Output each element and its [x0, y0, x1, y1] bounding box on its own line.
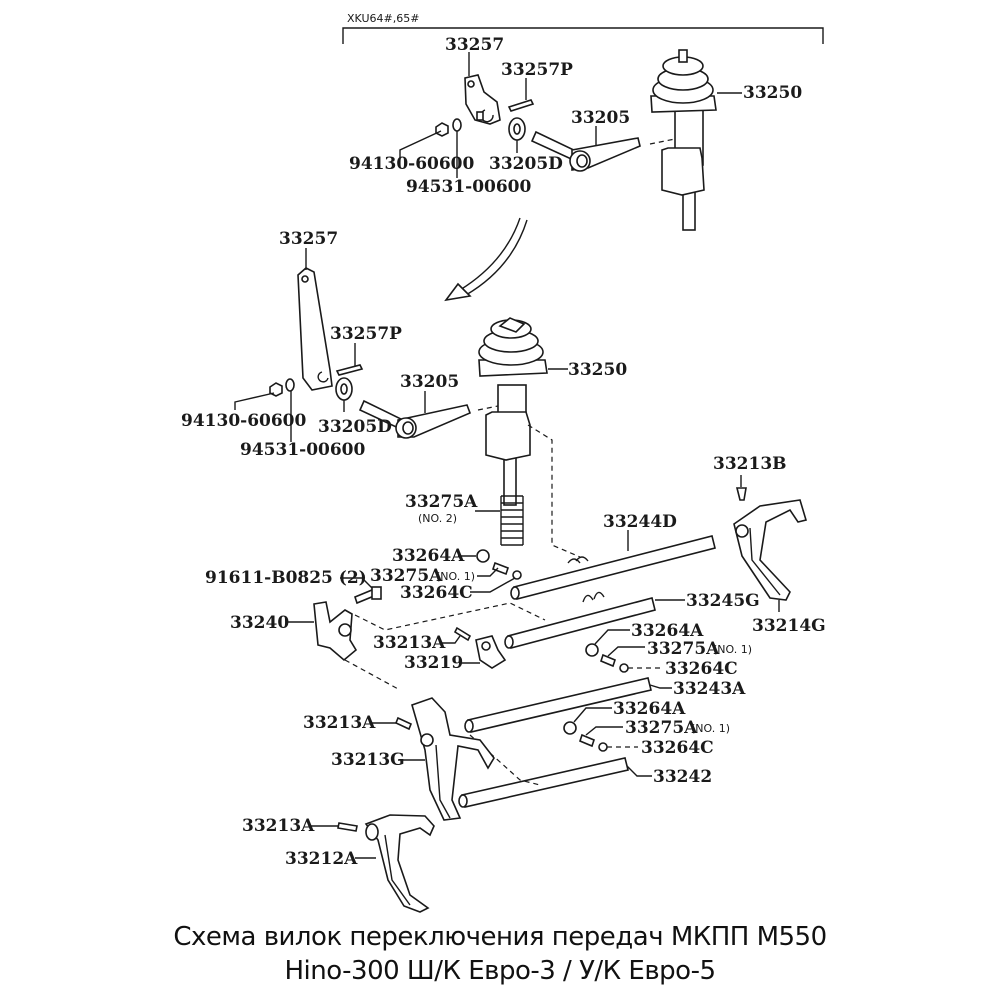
label-33213g: 33213G: [331, 750, 405, 770]
shaft-33242: [458, 757, 629, 808]
middle-pin-33257p: [335, 364, 364, 376]
label-33214g: 33214G: [752, 616, 826, 636]
middle-lock-washer: [285, 378, 295, 392]
upper-pin-33257p: [507, 99, 535, 112]
middle-group: 33257 33257P 33250 33205 33205D 94130-60…: [181, 229, 627, 558]
label-33275a-no2-note: (NO. 2): [418, 512, 457, 525]
label-33213a-3: 33213A: [242, 816, 315, 836]
label-upper-94531: 94531-00600: [406, 177, 532, 197]
upper-housing-33250: [650, 49, 717, 231]
label-33264c-1: 33264C: [400, 583, 473, 603]
middle-washer-33205d: [335, 377, 353, 401]
upper-shaft-lever-33205: [530, 130, 641, 172]
label-33213a-1: 33213A: [373, 633, 446, 653]
fork-33212a: [364, 814, 435, 913]
label-33219: 33219: [404, 653, 463, 673]
label-33244d: 33244D: [603, 512, 677, 532]
label-upper-33250: 33250: [743, 83, 802, 103]
pin-33213a-3: [337, 822, 358, 832]
label-middle-94130: 94130-60600: [181, 411, 307, 431]
label-33213a-2: 33213A: [303, 713, 376, 733]
label-33243a: 33243A: [673, 679, 746, 699]
label-33264a-3: 33264A: [613, 699, 686, 719]
pin-33213a-1: [453, 626, 472, 642]
label-33275a-2-note: (NO. 1): [713, 643, 752, 656]
label-middle-33250: 33250: [568, 360, 627, 380]
label-33275a-no2: 33275A: [405, 492, 478, 512]
bolt-33213b: [735, 487, 747, 501]
label-33240: 33240: [230, 613, 289, 633]
upper-lock-washer: [452, 118, 462, 132]
label-33264c-2: 33264C: [665, 659, 738, 679]
label-33275a-1-note: (NO. 1): [436, 570, 475, 583]
shift-head-33219: [475, 635, 507, 669]
spring-no1-3: [579, 733, 595, 748]
middle-shaft-lever-33205: [358, 399, 472, 439]
upper-nut: [435, 122, 449, 137]
shaft-33245g: [504, 591, 656, 649]
transition-arrow: [444, 217, 528, 302]
label-middle-33205d: 33205D: [318, 417, 392, 437]
label-33213b: 33213B: [713, 454, 787, 474]
label-upper-33257: 33257: [445, 35, 504, 55]
lower-group: 33275A (NO. 2) 33264A 33275A (NO. 1) 332…: [205, 454, 826, 913]
label-upper-94130: 94130-60600: [349, 154, 475, 174]
upper-group: 33257 33257P 33250 33205 33205D 94130-60…: [349, 35, 802, 231]
label-upper-33205: 33205: [571, 108, 630, 128]
upper-washer-33205d: [508, 117, 526, 141]
middle-lever-33257: [297, 267, 333, 391]
caption-title: Схема вилок переключения передач МКПП М5…: [173, 922, 827, 952]
label-33212a: 33212A: [285, 849, 358, 869]
label-33275a-2: 33275A: [647, 639, 720, 659]
label-33242: 33242: [653, 767, 712, 787]
plug-3: [563, 721, 577, 735]
label-33264c-3: 33264C: [641, 738, 714, 758]
plug-2: [585, 643, 599, 657]
model-bracket: XKU64#,65#: [342, 12, 824, 44]
plug-1: [476, 549, 490, 563]
label-33275a-3-note: (NO. 1): [691, 722, 730, 735]
label-91611-b0825: 91611-B0825 (2): [205, 568, 367, 588]
fork-33213g: [411, 697, 495, 821]
spring-no1-1: [491, 561, 510, 576]
label-33275a-3: 33275A: [625, 718, 698, 738]
bolt-head: [371, 586, 382, 600]
label-upper-33205d: 33205D: [489, 154, 563, 174]
caption-subtitle: Hino-300 Ш/К Евро-3 / У/К Евро-5: [284, 956, 717, 986]
label-middle-33257: 33257: [279, 229, 338, 249]
shaft-33243a: [464, 677, 652, 733]
label-upper-33257p: 33257P: [501, 60, 573, 80]
spring-no2: [500, 495, 524, 546]
ball-3: [598, 742, 608, 752]
interlock-33240: [313, 601, 358, 662]
label-middle-33257p: 33257P: [330, 324, 402, 344]
ball-2: [619, 663, 629, 673]
ball-1: [512, 570, 522, 580]
spring-no1-2: [600, 653, 616, 668]
fork-33214g: [733, 499, 808, 601]
label-33275a-1: 33275A: [370, 566, 443, 586]
pin-33213a-2: [394, 716, 413, 731]
middle-housing-33250: [478, 317, 548, 506]
label-33245g: 33245G: [686, 591, 760, 611]
bolt-91611: [354, 588, 375, 605]
label-middle-33205: 33205: [400, 372, 459, 392]
label-middle-94531: 94531-00600: [240, 440, 366, 460]
label-33264a-2: 33264A: [631, 621, 704, 641]
upper-lever-33257: [464, 74, 501, 125]
label-33264a-1: 33264A: [392, 546, 465, 566]
model-bracket-label: XKU64#,65#: [347, 12, 419, 25]
shaft-33244d: [510, 535, 716, 600]
